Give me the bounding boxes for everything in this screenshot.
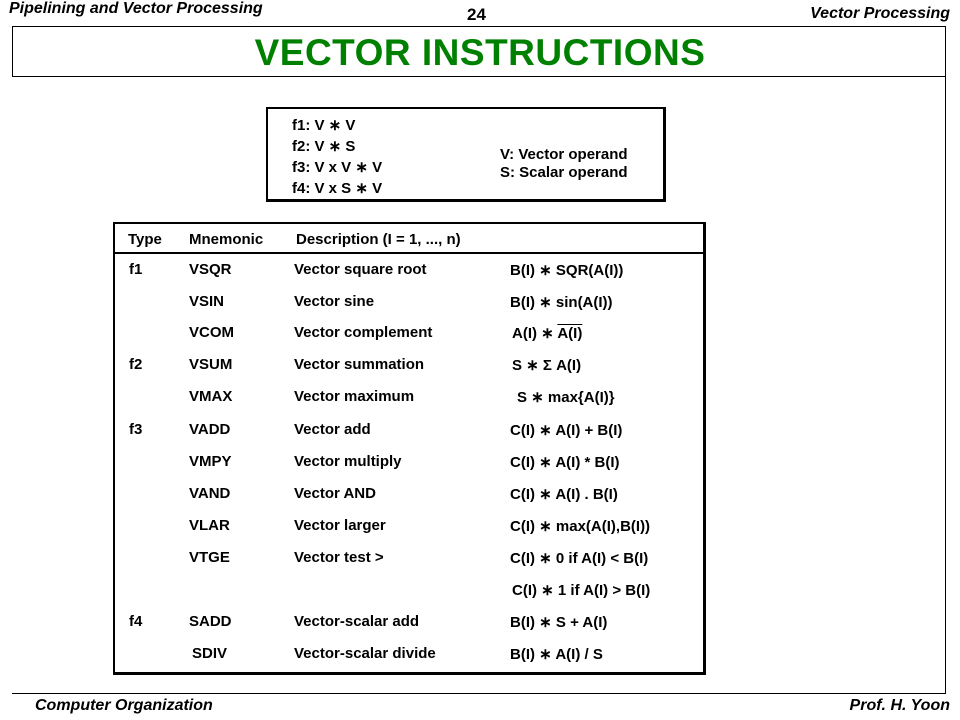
legend-scalar-operand: S: Scalar operand <box>500 164 628 181</box>
column-header-type: Type <box>128 231 162 248</box>
row-description: Vector summation <box>294 356 425 373</box>
header-section-title: Vector Processing <box>810 5 950 22</box>
row-operation: B(I) ∗ A(I) / S <box>510 646 603 663</box>
row-operation: C(I) ∗ 0 if A(I) < B(I) <box>510 550 649 567</box>
row-description: Vector add <box>294 421 371 438</box>
instruction-table <box>113 222 706 675</box>
column-header-mnemonic: Mnemonic <box>189 231 264 248</box>
row-operation: C(I) ∗ A(I) . B(I) <box>510 486 618 503</box>
title-frame-top-border <box>12 26 945 27</box>
function-types-box: f1: V ∗ V f2: V ∗ S f3: V x V ∗ V f4: V … <box>266 107 666 202</box>
row-mnemonic: VSUM <box>189 356 233 373</box>
row-mnemonic: VSIN <box>189 293 225 310</box>
header-course-title: Pipelining and Vector Processing <box>9 0 263 17</box>
row-description: Vector multiply <box>294 453 402 470</box>
row-description: Vector sine <box>294 293 375 310</box>
row-operation: A(I) ∗ A(I) <box>512 324 582 342</box>
complement-operand: A(I) <box>557 325 583 342</box>
function-f1: f1: V ∗ V <box>292 117 356 134</box>
row-operation: C(I) ∗ A(I) * B(I) <box>510 454 620 471</box>
row-type: f4 <box>129 613 143 630</box>
operation-prefix: A(I) ∗ <box>512 325 558 342</box>
row-type: f2 <box>129 356 143 373</box>
title-frame-left-border <box>12 26 13 76</box>
row-mnemonic: VCOM <box>189 324 234 341</box>
row-type: f1 <box>129 261 143 278</box>
legend-vector-operand: V: Vector operand <box>500 146 628 163</box>
row-operation: C(I) ∗ A(I) + B(I) <box>510 422 623 439</box>
function-f3: f3: V x V ∗ V <box>292 159 383 176</box>
row-description: Vector test > <box>294 549 384 566</box>
row-description: Vector square root <box>294 261 427 278</box>
row-operation: S ∗ max{A(I)} <box>517 389 615 406</box>
footer-author: Prof. H. Yoon <box>849 697 950 714</box>
title-frame-bottom-border <box>12 76 945 77</box>
instruction-table-header-divider <box>113 252 706 254</box>
row-operation: C(I) ∗ max(A(I),B(I)) <box>510 518 651 535</box>
row-description: Vector maximum <box>294 388 415 405</box>
row-mnemonic: VMPY <box>189 453 232 470</box>
row-mnemonic: VLAR <box>189 517 230 534</box>
page-frame-right-border <box>945 26 946 694</box>
page-title: VECTOR INSTRUCTIONS <box>254 32 706 73</box>
row-description: Vector larger <box>294 517 386 534</box>
row-mnemonic: VTGE <box>189 549 230 566</box>
column-header-description: Description (I = 1, ..., n) <box>296 231 461 248</box>
row-operation: B(I) ∗ S + A(I) <box>510 614 608 631</box>
row-operation: C(I) ∗ 1 if A(I) > B(I) <box>512 582 651 599</box>
footer-divider <box>12 693 945 694</box>
row-mnemonic: SDIV <box>192 645 228 662</box>
row-mnemonic: VMAX <box>189 388 233 405</box>
row-mnemonic: VADD <box>189 421 231 438</box>
page-number: 24 <box>467 5 486 24</box>
footer-course-name: Computer Organization <box>35 697 213 714</box>
row-mnemonic: SADD <box>189 613 232 630</box>
row-operation: S ∗ Σ A(I) <box>512 357 582 374</box>
row-description: Vector-scalar divide <box>294 645 436 662</box>
row-description: Vector AND <box>294 485 376 502</box>
row-operation: B(I) ∗ sin(A(I)) <box>510 294 613 311</box>
row-operation: B(I) ∗ SQR(A(I)) <box>510 262 624 279</box>
row-mnemonic: VAND <box>189 485 231 502</box>
function-f2: f2: V ∗ S <box>292 138 356 155</box>
row-description: Vector-scalar add <box>294 613 420 630</box>
row-type: f3 <box>129 421 143 438</box>
function-f4: f4: V x S ∗ V <box>292 180 383 197</box>
row-description: Vector complement <box>294 324 433 341</box>
row-mnemonic: VSQR <box>189 261 232 278</box>
